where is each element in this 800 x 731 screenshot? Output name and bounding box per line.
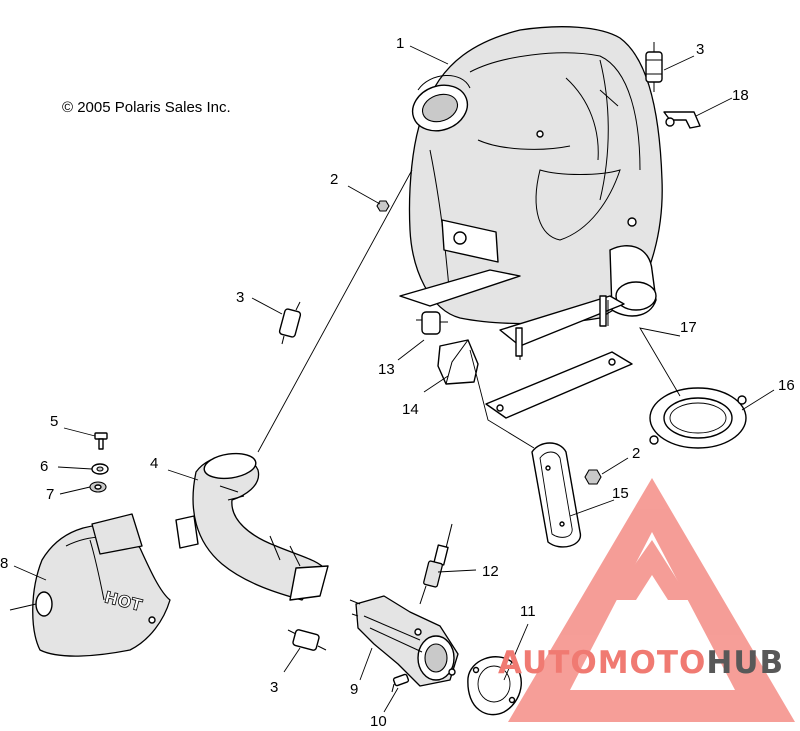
watermark-text-part2: HUB — [706, 645, 785, 681]
grommet-middle — [278, 301, 302, 345]
leader-lines — [13, 45, 775, 713]
grommet-top — [645, 42, 663, 92]
callout-18: 18 — [732, 87, 749, 104]
callout-13: 13 — [378, 361, 395, 378]
washer-6 — [91, 463, 109, 475]
watermark-text: AUTOMOTOHUB — [498, 648, 784, 679]
washer-7 — [89, 481, 107, 493]
heat-shield-label: HOT — [103, 587, 144, 615]
callout-3-middle: 3 — [236, 289, 245, 306]
callout-2-lower: 2 — [632, 445, 641, 462]
callout-4: 4 — [150, 455, 159, 472]
callout-8: 8 — [0, 555, 9, 572]
callout-14: 14 — [402, 401, 419, 418]
nut-upper — [376, 200, 390, 212]
callout-3-lower: 3 — [270, 679, 279, 696]
callout-7: 7 — [46, 486, 55, 503]
callout-15: 15 — [612, 485, 629, 502]
bracket-clip — [663, 111, 701, 129]
callout-12: 12 — [482, 563, 499, 580]
muffler — [399, 26, 663, 360]
exhaust-sensor — [419, 523, 453, 605]
exhaust-pipe — [175, 452, 329, 601]
callout-3-top: 3 — [696, 41, 705, 58]
nut-lower — [584, 469, 602, 485]
oval-gasket — [531, 442, 581, 548]
callout-5: 5 — [50, 413, 59, 430]
exhaust-manifold — [349, 595, 459, 687]
heat-shield — [9, 513, 171, 657]
callout-2-upper: 2 — [330, 171, 339, 188]
callout-10: 10 — [370, 713, 387, 730]
callout-11: 11 — [520, 603, 536, 620]
copyright-notice: © 2005 Polaris Sales Inc. — [62, 99, 231, 116]
mounting-plate — [485, 351, 633, 419]
watermark-logo — [508, 478, 795, 722]
gasket-ring — [649, 387, 747, 449]
isolator-mount — [416, 311, 448, 335]
callout-16: 16 — [778, 377, 795, 394]
strap-clamp — [437, 339, 479, 385]
callout-9: 9 — [350, 681, 359, 698]
grommet-lower — [287, 629, 327, 651]
callout-1: 1 — [396, 35, 405, 52]
bolt-5 — [94, 432, 108, 450]
stud-bolt — [391, 673, 410, 693]
callout-6: 6 — [40, 458, 49, 475]
watermark-text-part1: AUTOMOTO — [498, 645, 707, 681]
callout-17: 17 — [680, 319, 697, 336]
